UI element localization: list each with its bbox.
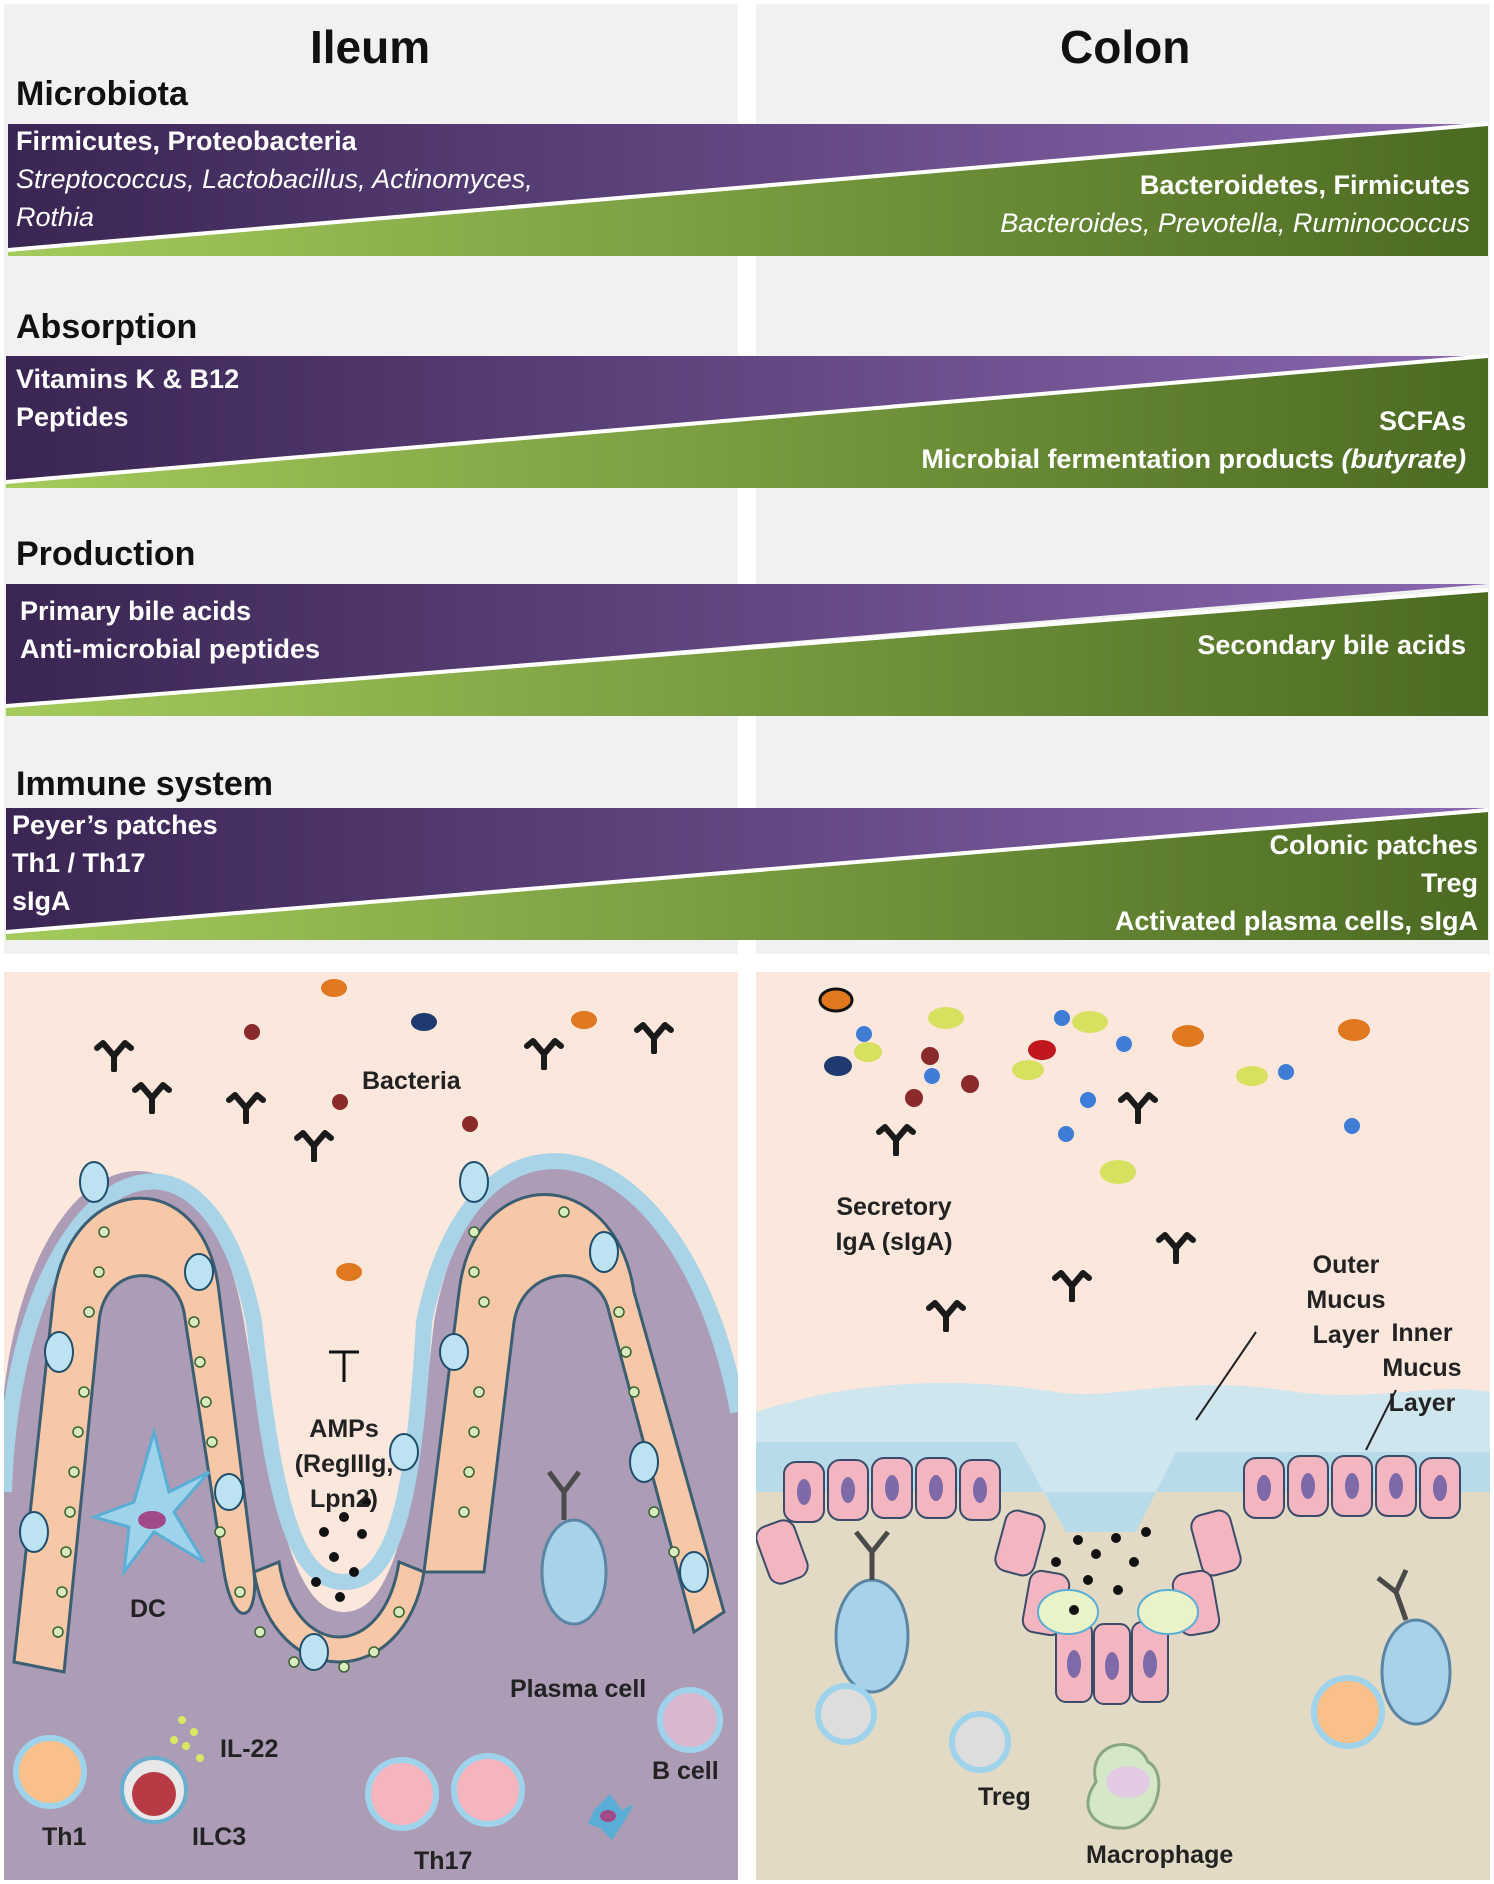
- colon-immune-treg: Treg: [1420, 868, 1478, 898]
- colon-immune-colonic-patches: Colonic patches: [1269, 830, 1478, 860]
- ileum-production-amps: Anti-microbial peptides: [20, 634, 321, 664]
- siga-label: Secretory IgA (sIgA): [814, 1190, 974, 1260]
- inner-mucus-line-3: Layer: [1388, 1389, 1456, 1417]
- th17-label: Th17: [414, 1847, 473, 1875]
- ileum-microbiota-genera: Streptococcus, Lactobacillus, Actinomyce…: [16, 164, 533, 194]
- ilc3-label: ILC3: [192, 1823, 247, 1851]
- amps-label-line-2: (RegIIIg,: [294, 1450, 394, 1478]
- fermentation-products-text: Microbial fermentation products: [921, 444, 1334, 474]
- siga-label-line-1: Secretory: [836, 1193, 952, 1221]
- ileum-absorption-peptides: Peptides: [16, 402, 129, 432]
- amps-label-line-1: AMPs: [309, 1415, 379, 1443]
- outer-mucus-line-3: Layer: [1312, 1321, 1380, 1349]
- macrophage-label: Macrophage: [1086, 1841, 1234, 1869]
- ileum-immune-siga: sIgA: [12, 886, 71, 916]
- butyrate-text: (butyrate): [1341, 444, 1466, 474]
- il22-label: IL-22: [220, 1735, 279, 1763]
- inner-mucus-label: Inner Mucus Layer: [1372, 1316, 1472, 1421]
- ileum-production-bile-acids: Primary bile acids: [20, 596, 252, 626]
- colon-absorption-fermentation: Microbial fermentation products (butyrat…: [921, 440, 1466, 478]
- b-cell-label: B cell: [652, 1757, 719, 1785]
- ileum-absorption-vitamins: Vitamins K & B12: [16, 364, 240, 394]
- colon-column-title: Colon: [1060, 21, 1191, 73]
- outer-mucus-line-2: Mucus: [1306, 1286, 1386, 1314]
- amps-label-line-3: Lpn2): [309, 1485, 379, 1513]
- colon-production-bile-acids: Secondary bile acids: [1197, 630, 1466, 660]
- colon-immune-plasma-cells: Activated plasma cells, sIgA: [1114, 906, 1478, 936]
- section-title-microbiota: Microbiota: [16, 75, 188, 113]
- plasma-cell-label: Plasma cell: [510, 1675, 647, 1703]
- outer-mucus-line-1: Outer: [1312, 1251, 1380, 1279]
- section-title-production: Production: [16, 535, 196, 573]
- ileum-illustration-panel: Bacteria AMPs (RegIIIg, Lpn2) DC Plasma …: [4, 972, 738, 1880]
- microbiota-gradient-band: Firmicutes, Proteobacteria Streptococcus…: [4, 122, 1488, 258]
- immune-gradient-band: Peyer’s patches Th1 / Th17 sIgA Colonic …: [4, 806, 1488, 942]
- ileum-microbiota-phyla: Firmicutes, Proteobacteria: [16, 126, 357, 156]
- inner-mucus-line-1: Inner: [1391, 1319, 1453, 1347]
- colon-illustration-panel: Secretory IgA (sIgA) Outer Mucus Layer I…: [756, 972, 1490, 1880]
- bacteria-label: Bacteria: [362, 1067, 461, 1095]
- colon-absorption-scfas: SCFAs: [1378, 406, 1466, 436]
- absorption-gradient-band: Vitamins K & B12 Peptides SCFAs Microbia…: [4, 354, 1488, 490]
- th1-label: Th1: [42, 1823, 87, 1851]
- treg-label: Treg: [978, 1783, 1031, 1811]
- ileum-immune-peyers-patches: Peyer’s patches: [12, 810, 218, 840]
- production-gradient-band: Primary bile acids Anti-microbial peptid…: [4, 582, 1488, 718]
- colon-microbiota-genera: Bacteroides, Prevotella, Ruminococcus: [1000, 208, 1470, 238]
- dc-label: DC: [130, 1595, 167, 1623]
- ileum-microbiota-genera-2: Rothia: [16, 202, 95, 232]
- ileum-column-title: Ileum: [310, 21, 431, 73]
- siga-label-line-2: IgA (sIgA): [835, 1228, 953, 1256]
- section-title-immune-system: Immune system: [16, 765, 273, 803]
- section-title-absorption: Absorption: [16, 308, 198, 346]
- inner-mucus-line-2: Mucus: [1382, 1354, 1462, 1382]
- amps-label: AMPs (RegIIIg, Lpn2): [292, 1412, 396, 1517]
- outer-mucus-label: Outer Mucus Layer: [1296, 1248, 1396, 1353]
- colon-microbiota-phyla: Bacteroidetes, Firmicutes: [1139, 170, 1470, 200]
- ileum-immune-th1-th17: Th1 / Th17: [12, 848, 146, 878]
